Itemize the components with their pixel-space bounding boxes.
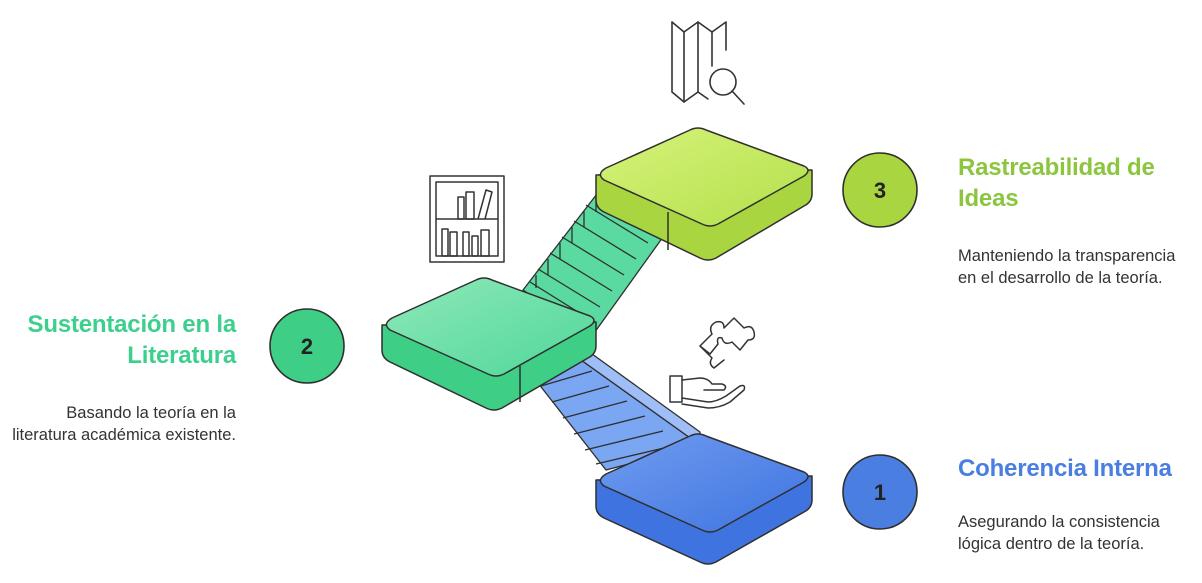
step-title-2: Sustentación en la Literatura xyxy=(6,309,236,371)
step-number-1: 1 xyxy=(874,480,886,505)
step-title-3: Rastreabilidad de Ideas xyxy=(958,152,1198,214)
step-title-1: Coherencia Interna xyxy=(958,453,1198,484)
step-description-2: Basando la teoría en la literatura acadé… xyxy=(6,403,236,446)
map-search-icon xyxy=(672,22,744,104)
step-number-3: 3 xyxy=(874,178,886,203)
step-number-circle-3: 3 xyxy=(843,153,917,227)
step-number-2: 2 xyxy=(301,334,313,359)
step-description-1: Asegurando la consistencia lógica dentro… xyxy=(958,512,1198,555)
step-number-circle-2: 2 xyxy=(270,309,344,383)
bookshelf-icon xyxy=(430,176,504,262)
step-number-circle-1: 1 xyxy=(843,455,917,529)
hand-puzzle-icon xyxy=(670,318,754,408)
step-description-3: Manteniendo la transparencia en el desar… xyxy=(958,246,1198,289)
